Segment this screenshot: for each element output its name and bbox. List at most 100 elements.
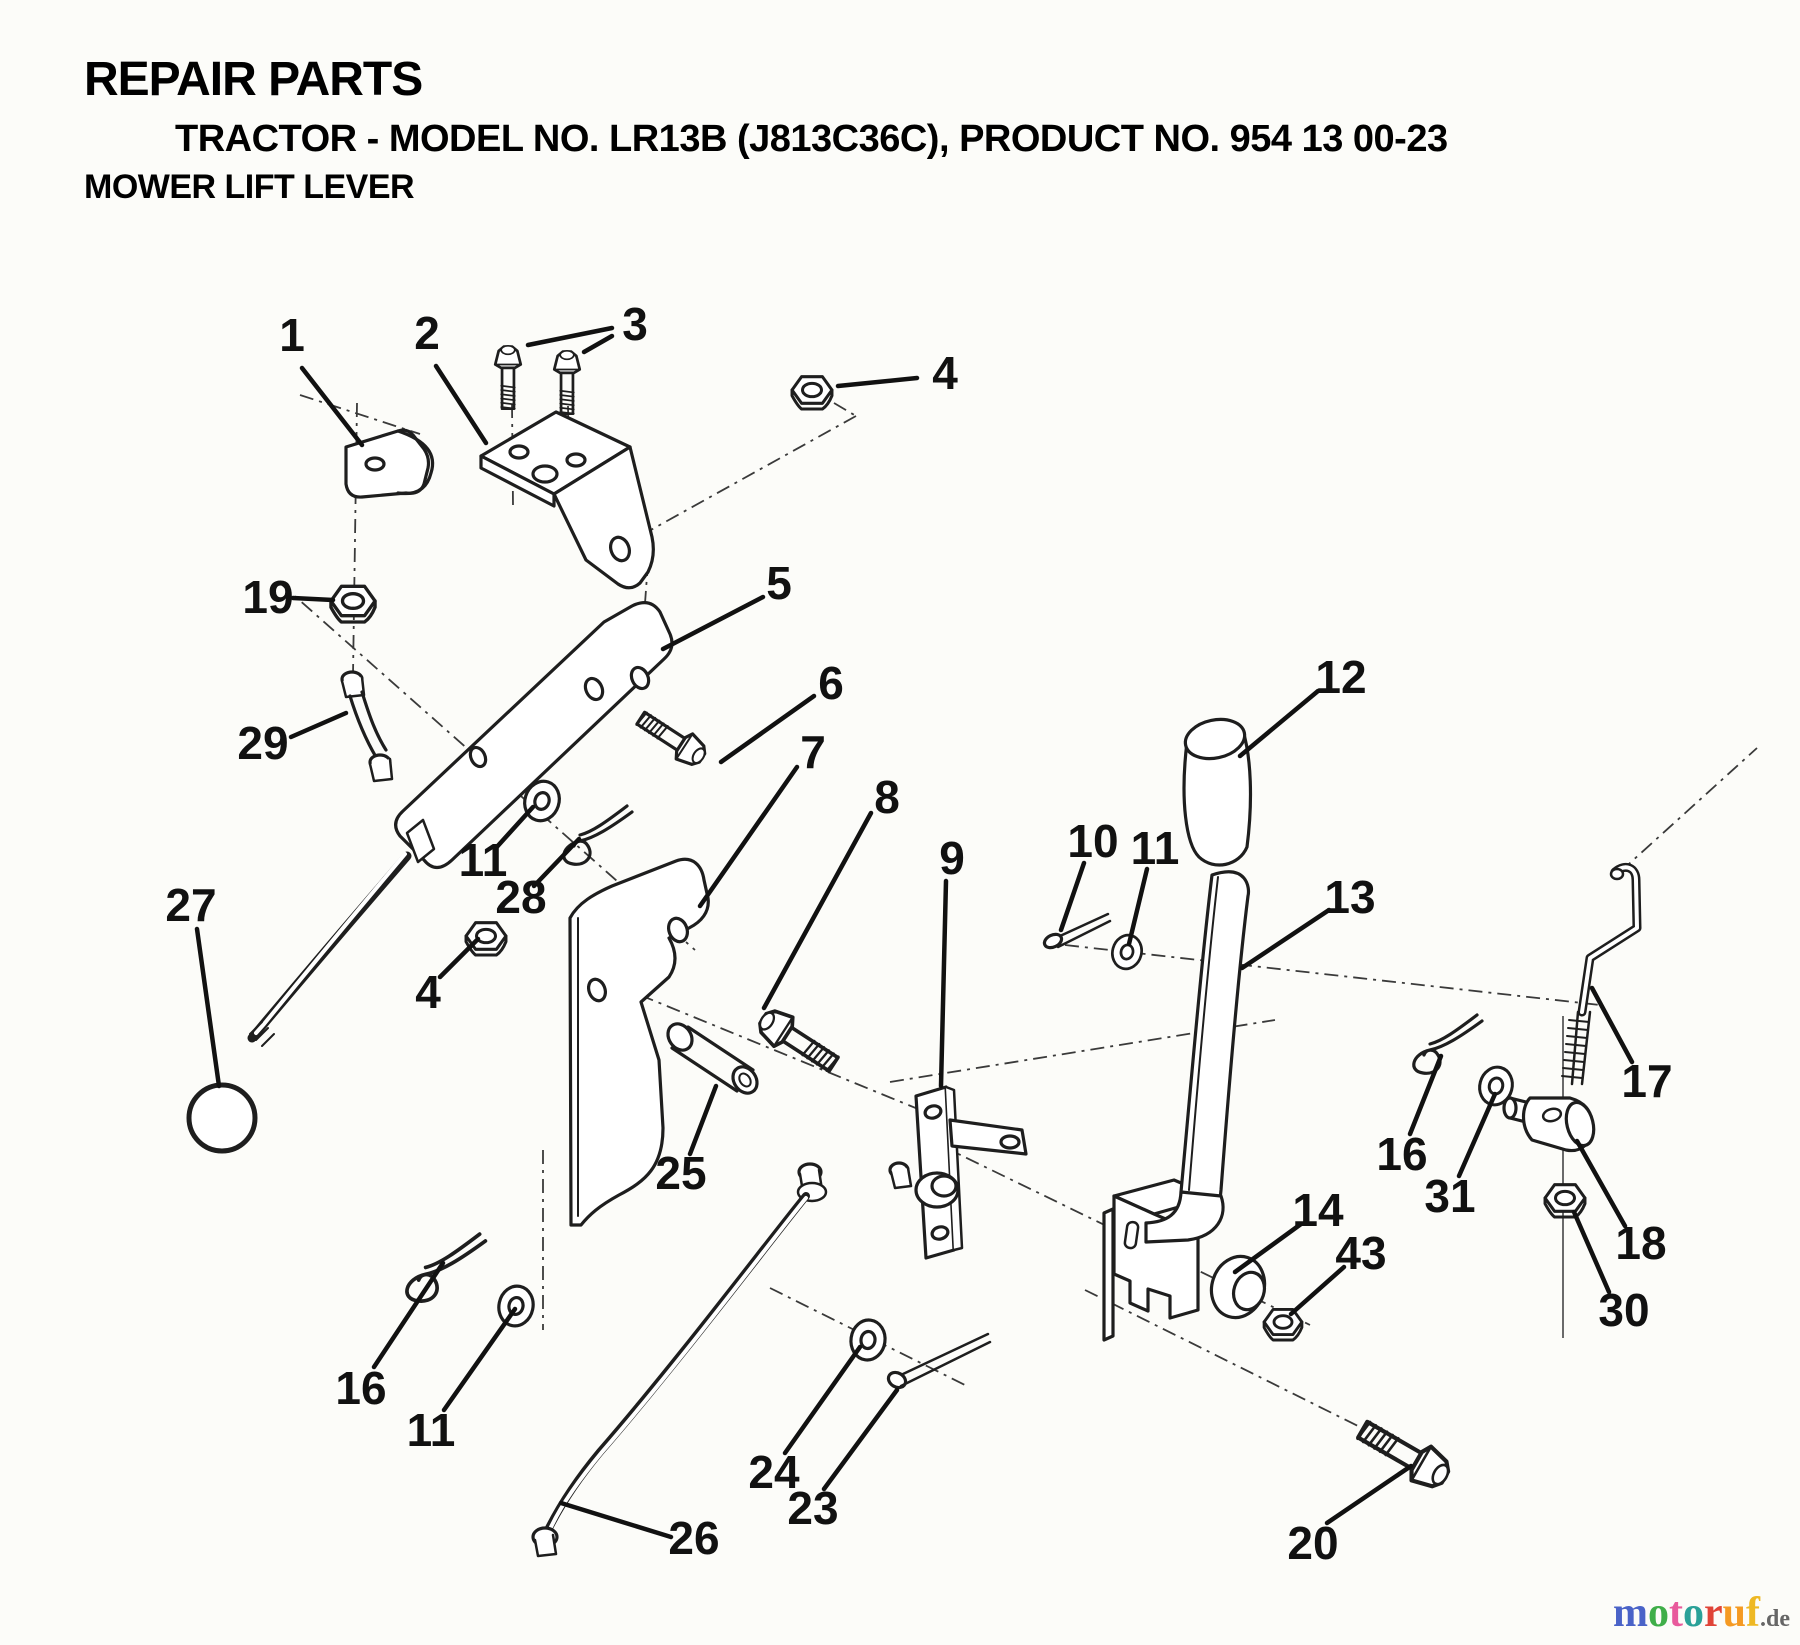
part-number-label: 43 [1335, 1227, 1386, 1279]
part-number-label: 13 [1324, 871, 1375, 923]
part-number-label: 4 [932, 347, 958, 399]
label-leader-line [821, 1387, 900, 1492]
label-leader-line [492, 804, 536, 852]
part-14-bushing [1209, 1254, 1267, 1320]
watermark-letter: r [1703, 1590, 1723, 1636]
part-43-nut [1262, 1307, 1304, 1342]
part-number-label: 30 [1598, 1284, 1649, 1336]
part-19-nut [329, 584, 377, 624]
label-leader-line [761, 810, 874, 1011]
watermark-suffix: .de [1760, 1606, 1790, 1632]
label-leader-line [1407, 1053, 1444, 1137]
part-2-mounting-bracket [479, 410, 655, 590]
label-leader-line [1324, 1463, 1414, 1526]
label-leader-line [835, 375, 920, 389]
leader-lines-layer [194, 325, 1635, 1540]
part-number-label: 19 [242, 571, 293, 623]
construction-dash-line [1084, 1289, 1361, 1428]
label-leader-line [1232, 1221, 1304, 1275]
part-number-label: 31 [1424, 1170, 1475, 1222]
parts-layer [186, 344, 1642, 1558]
part-number-label: 8 [874, 771, 900, 823]
part-number-label: 17 [1621, 1055, 1672, 1107]
label-leader-line [371, 1260, 446, 1370]
part-8-bolt [750, 1001, 845, 1081]
part-number-label: 12 [1315, 651, 1366, 703]
label-leader-line [938, 878, 949, 1089]
part-11-washer-bottom [493, 1281, 539, 1331]
part-3-bolts [493, 344, 582, 416]
label-leader-line [1456, 1091, 1498, 1179]
label-leader-line [288, 710, 349, 740]
part-10-cotter-pin [1042, 912, 1112, 950]
label-leader-line [1058, 860, 1087, 933]
label-leader-line [718, 693, 817, 765]
label-leader-line [1288, 1264, 1347, 1317]
construction-dash-line [621, 415, 857, 547]
label-leader-line [687, 1083, 719, 1157]
part-16-hairpin-clip-right [1412, 1013, 1484, 1075]
part-18-trunnion [1502, 1096, 1596, 1153]
construction-dash-line [639, 994, 941, 1119]
part-number-label: 4 [415, 966, 441, 1018]
part-12-grip [1182, 717, 1253, 867]
label-leader-line [531, 836, 582, 889]
construction-dash-line [1064, 944, 1601, 1006]
part-4-nut-upper [790, 375, 834, 411]
watermark-letter: o [1647, 1590, 1669, 1636]
construction-dash-line [299, 394, 421, 435]
section-title: MOWER LIFT LEVER [84, 168, 415, 206]
watermark-letter: o [1682, 1590, 1704, 1636]
part-28-hairpin-clip [562, 804, 634, 866]
part-number-label: 1 [279, 309, 305, 361]
part-number-label: 6 [818, 657, 844, 709]
page-title: REPAIR PARTS [84, 53, 423, 106]
construction-dash-line [833, 402, 857, 417]
part-4-nut-left [464, 921, 508, 957]
label-leader-line [782, 1344, 863, 1456]
part-5-lift-lever-arm [247, 601, 674, 1047]
part-number-label: 16 [335, 1362, 386, 1414]
part-17-lift-rod [1561, 862, 1642, 1086]
part-9-hinge-bracket [888, 1085, 1028, 1260]
label-leader-line [1574, 1138, 1628, 1229]
label-leader-line [558, 1500, 674, 1540]
part-number-label: 24 [748, 1446, 800, 1498]
construction-dash-line [1619, 747, 1758, 873]
watermark-letter: u [1722, 1590, 1746, 1636]
watermark-letter: f [1746, 1590, 1760, 1636]
part-30-nut [1543, 1183, 1587, 1219]
part-number-label: 16 [1376, 1128, 1427, 1180]
part-20-bolt [1353, 1413, 1456, 1495]
label-leader-line [437, 936, 481, 980]
label-leader-line [1589, 985, 1635, 1065]
part-number-label: 18 [1615, 1217, 1666, 1269]
part-number-label: 11 [1131, 822, 1180, 874]
part-number-label: 11 [407, 1404, 456, 1456]
motoruf-watermark-logo: motoruf.de [1613, 1589, 1790, 1637]
part-number-label: 26 [668, 1512, 719, 1564]
part-number-label: 14 [1292, 1184, 1344, 1236]
part-25-spacer [666, 1022, 759, 1095]
label-leader-line [299, 365, 365, 448]
part-13-lift-lever [1144, 870, 1251, 1244]
watermark-letter: m [1612, 1590, 1648, 1636]
label-leader-line [1126, 866, 1150, 947]
label-leader-line [433, 363, 489, 446]
part-number-label: 29 [237, 717, 288, 769]
part-number-label: 7 [800, 726, 826, 778]
label-leader-line [1571, 1209, 1612, 1295]
part-11-washer-right [1107, 930, 1147, 974]
part-number-label: 3 [622, 298, 648, 350]
part-26-lift-link-rod [531, 1162, 828, 1558]
label-leader-line [290, 595, 336, 603]
part-number-label: 27 [165, 879, 216, 931]
label-leader-line [1239, 907, 1332, 971]
part-number-label: 5 [766, 557, 792, 609]
watermark-letter: t [1668, 1590, 1683, 1636]
part-number-label: 23 [787, 1482, 838, 1534]
label-leader-line [194, 926, 222, 1089]
